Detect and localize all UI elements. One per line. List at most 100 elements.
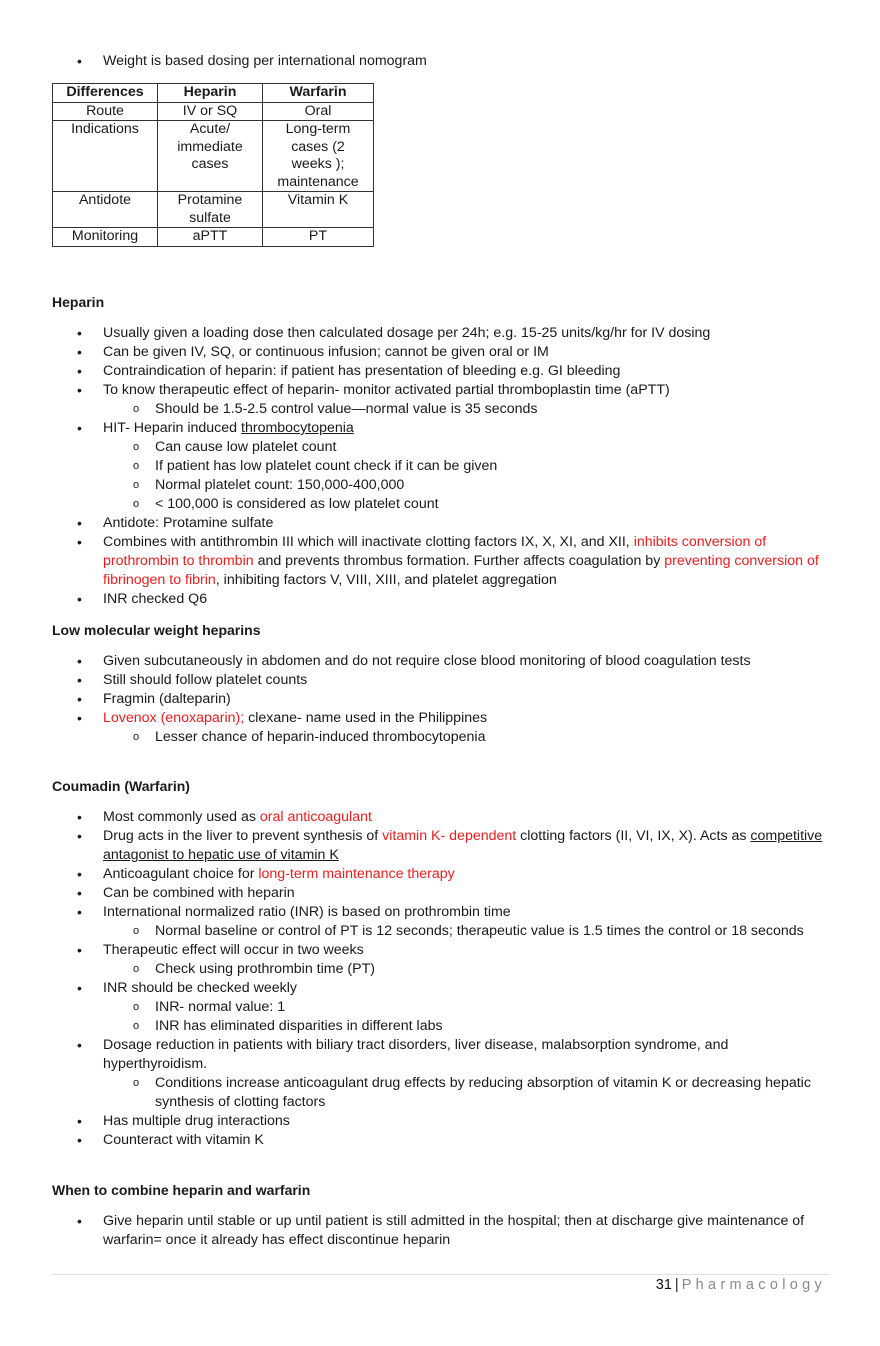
- bullet-text: Given subcutaneously in abdomen and do n…: [103, 653, 751, 669]
- list-item: Anticoagulant choice for long-term maint…: [0, 865, 880, 884]
- bullet-text: Anticoagulant choice for: [103, 866, 259, 882]
- table-cell: Vitamin K: [262, 191, 374, 228]
- table-row: Indications Acute/ immediate cases Long-…: [52, 120, 374, 192]
- bullet-text: Can cause low platelet count: [155, 439, 337, 455]
- bullet-text: Dosage reduction in patients with biliar…: [103, 1037, 729, 1072]
- section-heading-combine: When to combine heparin and warfarin: [52, 1182, 311, 1198]
- bullet-text: Check using prothrombin time (PT): [155, 961, 375, 977]
- bullet-text: INR has eliminated disparities in differ…: [155, 1018, 443, 1034]
- highlighted-text: Lovenox (enoxaparin);: [103, 710, 245, 726]
- bullet-text: INR should be checked weekly: [103, 980, 297, 996]
- bullet-text: Combines with antithrombin III which wil…: [103, 534, 634, 550]
- list-item: Drug acts in the liver to prevent synthe…: [0, 827, 880, 865]
- section-heading-heparin: Heparin: [52, 294, 105, 310]
- sublist: Normal baseline or control of PT is 12 s…: [103, 922, 830, 941]
- bullet-text: Contraindication of heparin: if patient …: [103, 363, 621, 379]
- list-item: HIT- Heparin induced thrombocytopenia Ca…: [0, 419, 880, 514]
- sublist-item: Normal baseline or control of PT is 12 s…: [55, 922, 830, 941]
- bullet-text: and prevents thrombus formation. Further…: [253, 553, 665, 569]
- bullet-text: Has multiple drug interactions: [103, 1113, 290, 1129]
- sublist-item: Should be 1.5-2.5 control value—normal v…: [55, 400, 830, 419]
- list-item: Given subcutaneously in abdomen and do n…: [0, 652, 880, 671]
- highlighted-text: vitamin K- dependent: [382, 828, 517, 844]
- list-item: INR checked Q6: [0, 590, 880, 609]
- sublist-item: Normal platelet count: 150,000-400,000: [55, 476, 830, 495]
- footer-divider: [52, 1274, 830, 1275]
- bullet-text: Should be 1.5-2.5 control value—normal v…: [155, 401, 538, 417]
- section-heading-coumadin: Coumadin (Warfarin): [52, 778, 190, 794]
- underlined-term: thrombocytopenia: [241, 420, 354, 436]
- list-item: Contraindication of heparin: if patient …: [0, 362, 880, 381]
- list-item: Antidote: Protamine sulfate: [0, 514, 880, 533]
- bullet-text: < 100,000 is considered as low platelet …: [155, 496, 439, 512]
- footer-separator: |: [674, 1277, 679, 1293]
- bullet-text: , inhibiting factors V, VIII, XIII, and …: [215, 572, 557, 588]
- header-warfarin: Warfarin: [262, 83, 374, 103]
- bullet-text: Can be given IV, SQ, or continuous infus…: [103, 344, 549, 360]
- bullet-text: To know therapeutic effect of heparin- m…: [103, 382, 670, 398]
- sublist-item: Can cause low platelet count: [55, 438, 830, 457]
- bullet-text: Most commonly used as: [103, 809, 260, 825]
- table-cell: Oral: [262, 101, 374, 121]
- header-heparin: Heparin: [157, 83, 263, 103]
- bullet-text: Fragmin (dalteparin): [103, 691, 231, 707]
- bullet-text: International normalized ratio (INR) is …: [103, 904, 511, 920]
- table-cell: PT: [262, 227, 374, 247]
- sublist-item: Lesser chance of heparin-induced thrombo…: [55, 728, 830, 747]
- list-item: Counteract with vitamin K: [0, 1131, 880, 1150]
- comparison-table: Differences Heparin Warfarin Route IV or…: [52, 83, 374, 247]
- footer-title: Pharmacology: [681, 1277, 826, 1293]
- bullet-text: clexane- name used in the Philippines: [244, 710, 488, 726]
- bullet-text: Counteract with vitamin K: [103, 1132, 264, 1148]
- list-item: Can be given IV, SQ, or continuous infus…: [0, 343, 880, 362]
- list-item: Usually given a loading dose then calcul…: [0, 324, 880, 343]
- table-cell: Monitoring: [52, 227, 158, 247]
- highlighted-text: preventing conversion of fibrinogen to f…: [103, 553, 819, 588]
- lmwh-list: Given subcutaneously in abdomen and do n…: [0, 652, 880, 747]
- table-cell: Antidote: [52, 191, 158, 228]
- sublist-item: Check using prothrombin time (PT): [55, 960, 830, 979]
- bullet-text: Give heparin until stable or up until pa…: [103, 1213, 805, 1248]
- page-number: 31: [655, 1277, 672, 1293]
- heparin-list: Usually given a loading dose then calcul…: [0, 324, 880, 609]
- combine-list: Give heparin until stable or up until pa…: [0, 1212, 880, 1250]
- table-cell: Long-term cases (2 weeks ); maintenance: [262, 120, 374, 192]
- table-row: Route IV or SQ Oral: [52, 101, 374, 121]
- sublist: Should be 1.5-2.5 control value—normal v…: [103, 400, 830, 419]
- header-differences: Differences: [52, 83, 158, 103]
- table-cell: Acute/ immediate cases: [157, 120, 263, 192]
- sublist: Conditions increase anticoagulant drug e…: [103, 1074, 830, 1112]
- table-cell: IV or SQ: [157, 101, 263, 121]
- sublist: Check using prothrombin time (PT): [103, 960, 830, 979]
- list-item: Give heparin until stable or up until pa…: [0, 1212, 880, 1250]
- table-cell: Indications: [52, 120, 158, 192]
- bullet-text: Weight is based dosing per international…: [103, 53, 427, 69]
- list-item: Lovenox (enoxaparin); clexane- name used…: [0, 709, 880, 747]
- list-item: Can be combined with heparin: [0, 884, 880, 903]
- bullet-text: INR checked Q6: [103, 591, 208, 607]
- table-cell: Protamine sulfate: [157, 191, 263, 228]
- intro-list: Weight is based dosing per international…: [0, 52, 880, 71]
- bullet-text: HIT- Heparin induced: [103, 420, 242, 436]
- underlined-term: competitive antagonist to hepatic use of…: [103, 828, 823, 863]
- list-item: INR should be checked weekly INR- normal…: [0, 979, 880, 1036]
- table-cell: Route: [52, 101, 158, 121]
- table-header-row: Differences Heparin Warfarin: [52, 83, 374, 103]
- sublist-item: < 100,000 is considered as low platelet …: [55, 495, 830, 514]
- table-row: Antidote Protamine sulfate Vitamin K: [52, 191, 374, 228]
- sublist: Can cause low platelet count If patient …: [103, 438, 830, 514]
- bullet-text: Drug acts in the liver to prevent synthe…: [103, 828, 383, 844]
- list-item: Combines with antithrombin III which wil…: [0, 533, 880, 590]
- highlighted-text: oral anticoagulant: [259, 809, 372, 825]
- highlighted-text: long-term maintenance therapy: [258, 866, 455, 882]
- bullet-text: If patient has low platelet count check …: [155, 458, 498, 474]
- sublist-item: If patient has low platelet count check …: [55, 457, 830, 476]
- sublist-item: INR has eliminated disparities in differ…: [55, 1017, 830, 1036]
- bullet-text: Can be combined with heparin: [103, 885, 295, 901]
- bullet-text: Usually given a loading dose then calcul…: [103, 325, 711, 341]
- list-item: Most commonly used as oral anticoagulant: [0, 808, 880, 827]
- table-cell: aPTT: [157, 227, 263, 247]
- table-row: Monitoring aPTT PT: [52, 227, 374, 247]
- list-item: Dosage reduction in patients with biliar…: [0, 1036, 880, 1112]
